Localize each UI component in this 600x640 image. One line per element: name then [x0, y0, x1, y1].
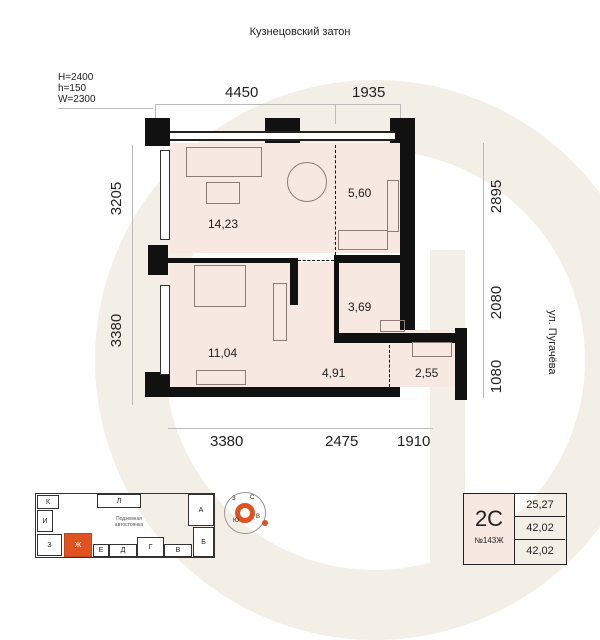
wall-segment	[334, 255, 404, 263]
section-Zh-highlighted[interactable]: Ж	[64, 533, 92, 557]
apartment-type: 2С	[474, 506, 504, 531]
bedroom-hall-floor	[170, 262, 400, 387]
wall-segment	[334, 260, 339, 337]
left-dim-line	[132, 145, 133, 405]
room-area-kitchen: 5,60	[348, 186, 372, 200]
apartment-info-box: 2С №143Ж 25,27 42,02 42,02	[463, 493, 567, 565]
rug-icon	[206, 182, 240, 204]
dim-bottom-2: 2475	[325, 433, 359, 450]
compass-east: В	[256, 514, 261, 520]
dim-top-1: 4450	[225, 84, 259, 101]
dim-tick	[335, 104, 336, 124]
tv-stand-icon	[196, 370, 246, 385]
room-area-storage: 2,55	[415, 366, 439, 380]
dim-right-1: 2895	[488, 179, 506, 214]
section-K[interactable]: К	[37, 495, 59, 509]
room-area-bathroom: 3,69	[348, 300, 372, 314]
window-spec-leader	[58, 108, 153, 109]
dining-table-icon	[287, 162, 327, 202]
section-A[interactable]: А	[188, 494, 214, 526]
parking-label: Подземная автостоянка	[114, 516, 144, 528]
sofa-icon	[186, 147, 262, 177]
top-dim-line	[155, 104, 400, 105]
living-area: 25,27	[515, 494, 565, 517]
kitchen-counter-icon	[387, 180, 399, 232]
wardrobe-icon	[273, 283, 287, 341]
street-label: ул. Пугачёва	[546, 310, 558, 375]
room-area-living: 14,23	[208, 217, 239, 231]
apartment-type-cell: 2С №143Ж	[464, 494, 515, 564]
zone-divider	[298, 260, 334, 261]
section-Z[interactable]: З	[37, 534, 62, 556]
window-left-1	[160, 150, 170, 240]
section-I[interactable]: И	[37, 510, 53, 532]
bottom-dim-line	[168, 428, 433, 429]
site-outline	[35, 493, 215, 558]
section-G[interactable]: Г	[137, 537, 164, 557]
room-area-hallway: 4,91	[322, 366, 346, 380]
wall-segment	[145, 118, 170, 146]
apartment-number: №143Ж	[474, 536, 504, 545]
compass-south: Ю	[233, 518, 240, 524]
wall-segment	[145, 387, 400, 397]
wall-segment	[455, 328, 467, 400]
dim-top-2: 1935	[352, 84, 386, 101]
wall-segment	[290, 260, 298, 305]
sun-marker-icon	[262, 520, 268, 526]
dim-right-2: 2080	[488, 285, 506, 320]
dim-tick	[155, 104, 156, 124]
section-E[interactable]: Е	[93, 544, 109, 557]
wall-segment	[334, 333, 459, 343]
dim-tick	[400, 104, 401, 124]
window-left-2	[160, 285, 170, 375]
living-kitchen-floor	[170, 143, 400, 253]
right-dim-line	[483, 143, 484, 398]
section-L[interactable]: Л	[97, 494, 141, 508]
window-top	[170, 131, 395, 141]
compass-center-icon	[235, 503, 255, 523]
bed-icon	[194, 265, 246, 307]
compass-west: З	[232, 496, 236, 502]
window-spec: H=2400 h=150 W=2300	[58, 72, 96, 105]
compass-ring	[224, 492, 266, 534]
background-logo-bar	[430, 250, 465, 600]
section-B[interactable]: Б	[193, 527, 214, 557]
room-area-bedroom: 11,04	[208, 346, 238, 360]
wall-segment	[168, 258, 298, 263]
total-area-with-balcony: 42,02	[526, 545, 554, 557]
storage-rack-icon	[412, 342, 452, 357]
section-D[interactable]: Д	[109, 544, 137, 557]
section-V[interactable]: В	[164, 544, 192, 557]
wall-segment	[148, 245, 168, 275]
zone-divider	[389, 345, 390, 387]
dim-bottom-3: 1910	[397, 433, 431, 450]
dim-left-2: 3380	[108, 313, 126, 348]
page-title: Кузнецовский затон	[249, 26, 351, 38]
compass-north: С	[250, 495, 255, 501]
shower-icon	[380, 320, 405, 332]
zone-divider	[335, 145, 336, 255]
wall-segment	[400, 130, 415, 330]
appliances-icon	[338, 230, 388, 250]
total-area: 42,02	[515, 517, 565, 540]
dim-bottom-1: 3380	[210, 433, 244, 450]
dim-left-1: 3205	[108, 181, 126, 216]
dim-right-3: 1080	[488, 359, 506, 394]
